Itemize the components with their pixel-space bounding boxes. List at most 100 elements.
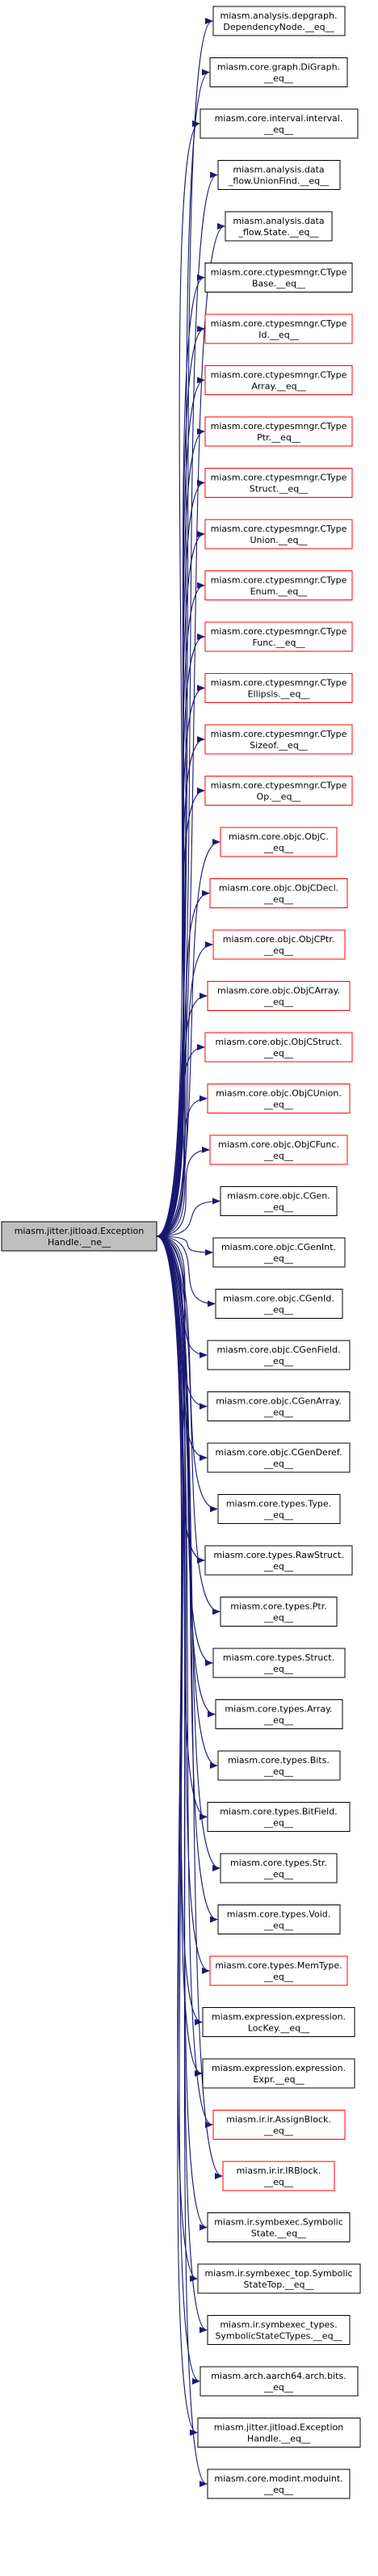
target-node-box [209,878,348,908]
target-node-label-line-2: __eq__ [263,74,293,84]
target-node-box [220,1853,338,1884]
target-node-41[interactable]: miasm.expression.expression.Expr.__eq__ [202,2058,355,2089]
target-node-36[interactable]: miasm.core.types.BitField.__eq__ [207,1802,351,1832]
target-node-26[interactable]: miasm.core.objc.CGenId.__eq__ [215,1289,343,1319]
target-node-box [209,1134,348,1165]
target-node-label-line-1: miasm.core.objc.ObjCUnion. [216,1088,342,1099]
target-node-14[interactable]: miasm.core.ctypesmngr.CTypeEllipsis.__eq… [204,673,353,703]
target-node-label-line-1: miasm.core.types.Bits. [228,1755,330,1766]
target-node-39[interactable]: miasm.core.types.MemType.__eq__ [209,1955,348,1986]
target-node-label-line-1: miasm.core.objc.ObjCPtr. [223,934,334,945]
target-node-44[interactable]: miasm.ir.symbexec.SymbolicState.__eq__ [207,2212,351,2242]
target-node-19[interactable]: miasm.core.objc.ObjCPtr.__eq__ [212,929,346,960]
target-node-label-line-1: miasm.core.ctypesmngr.CType [211,729,347,739]
source-node-box [1,1221,158,1252]
target-node-label-line-2: _flow.UnionFind.__eq__ [228,176,330,187]
target-node-label-line-2: __eq__ [263,1048,293,1059]
target-node-label-line-1: miasm.core.objc.CGenInt. [221,1242,336,1252]
target-node-box [207,1340,351,1370]
target-node-31[interactable]: miasm.core.types.RawStruct.__eq__ [204,1545,353,1576]
target-node-label-line-2: State.__eq__ [251,2229,307,2239]
target-node-24[interactable]: miasm.core.objc.CGen.__eq__ [220,1186,338,1216]
target-node-box [212,1237,346,1268]
call-edge-18 [156,890,210,1237]
target-node-label-line-2: __eq__ [263,2485,293,2495]
target-node-box [209,57,348,87]
target-node-label-line-2: __eq__ [263,945,293,956]
call-edge-20 [156,992,208,1237]
target-node-25[interactable]: miasm.core.objc.CGenInt.__eq__ [212,1237,346,1268]
target-node-40[interactable]: miasm.expression.expression.LocKey.__eq_… [202,2007,355,2037]
target-node-box [212,6,346,36]
target-node-18[interactable]: miasm.core.objc.ObjCDecl.__eq__ [209,878,348,908]
target-node-box [200,2366,359,2397]
target-node-5[interactable]: miasm.analysis.data_flow.State.__eq__ [225,211,333,242]
target-node-49[interactable]: miasm.core.modint.moduint.__eq__ [207,2469,351,2499]
target-node-label-line-1: miasm.core.ctypesmngr.CType [211,473,347,483]
target-node-label-line-1: miasm.core.types.Ptr. [230,1602,327,1612]
target-node-33[interactable]: miasm.core.types.Struct.__eq__ [212,1648,346,1678]
target-node-30[interactable]: miasm.core.types.Type.__eq__ [217,1494,341,1524]
target-node-2[interactable]: miasm.core.graph.DiGraph.__eq__ [209,57,348,87]
target-node-label-line-2: __eq__ [263,1458,293,1469]
target-node-box [222,2161,335,2191]
call-edge-15 [156,736,205,1237]
target-node-22[interactable]: miasm.core.objc.ObjCUnion.__eq__ [207,1084,351,1113]
target-node-label-line-1: miasm.core.objc.ObjCFunc. [218,1139,339,1150]
target-node-38[interactable]: miasm.core.types.Void.__eq__ [217,1905,341,1934]
target-node-label-line-1: miasm.expression.expression. [212,2063,346,2073]
target-node-label-line-1: miasm.core.types.MemType. [215,1960,342,1971]
target-node-3[interactable]: miasm.core.interval.interval.__eq__ [200,108,359,139]
target-node-29[interactable]: miasm.core.objc.CGenDeref.__eq__ [207,1442,351,1473]
target-node-label-line-2: Id.__eq__ [258,330,299,340]
target-node-35[interactable]: miasm.core.types.Bits.__eq__ [217,1750,341,1781]
target-node-32[interactable]: miasm.core.types.Ptr.__eq__ [220,1597,338,1627]
target-node-label-line-2: __eq__ [263,997,293,1008]
call-edge-21 [156,1044,205,1237]
target-node-20[interactable]: miasm.core.objc.ObjCArray.__eq__ [207,981,351,1011]
call-edge-22 [156,1095,208,1237]
call-edge-19 [156,941,213,1237]
target-node-label-line-1: miasm.core.types.BitField. [220,1807,337,1817]
target-node-42[interactable]: miasm.ir.ir.AssignBlock.__eq__ [212,2110,346,2140]
target-node-17[interactable]: miasm.core.objc.ObjC.__eq__ [220,827,338,857]
target-node-45[interactable]: miasm.ir.symbexec_top.SymbolicStateTop._… [197,2263,361,2294]
source-node[interactable]: miasm.jitter.jitload.Exception Handle.__… [1,1221,158,1252]
target-node-27[interactable]: miasm.core.objc.CGenField.__eq__ [207,1340,351,1370]
target-node-4[interactable]: miasm.analysis.data_flow.UnionFind.__eq_… [217,160,341,190]
target-node-37[interactable]: miasm.core.types.Str.__eq__ [220,1853,338,1884]
target-node-label-line-1: miasm.core.ctypesmngr.CType [211,678,347,688]
target-node-1[interactable]: miasm.analysis.depgraph.DependencyNode._… [212,6,346,36]
target-node-label-line-2: SymbolicStateCTypes.__eq__ [215,2331,342,2342]
target-node-label-line-1: miasm.core.ctypesmngr.CType [211,524,347,534]
target-node-label-line-2: Ptr.__eq__ [257,432,300,443]
target-node-label-line-2: __eq__ [263,2126,293,2136]
call-edge-43 [156,1235,223,2179]
target-node-label-line-2: __eq__ [263,1715,293,1726]
call-edge-16 [156,787,205,1237]
target-node-label-line-1: miasm.analysis.data [233,165,324,175]
call-edge-12 [156,582,205,1237]
target-node-34[interactable]: miasm.core.types.Array.__eq__ [215,1699,343,1729]
target-node-label-line-1: miasm.core.objc.ObjC. [229,831,329,842]
target-node-46[interactable]: miasm.ir.symbexec_types.SymbolicStateCTy… [207,2315,351,2345]
target-node-28[interactable]: miasm.core.objc.CGenArray.__eq__ [207,1391,351,1421]
target-node-23[interactable]: miasm.core.objc.ObjCFunc.__eq__ [209,1134,348,1165]
target-node-48[interactable]: miasm.jitter.jitload.ExceptionHandle.__e… [197,2418,361,2448]
target-node-43[interactable]: miasm.ir.ir.IRBlock.__eq__ [222,2161,335,2191]
target-node-21[interactable]: miasm.core.objc.ObjCStruct.__eq__ [204,1032,353,1063]
call-edge-30 [156,1235,218,1513]
source-node-label-line-2: Handle.__ne__ [48,1237,111,1248]
target-node-47[interactable]: miasm.arch.aarch64.arch.bits.__eq__ [200,2366,359,2397]
target-node-box [207,2212,351,2242]
